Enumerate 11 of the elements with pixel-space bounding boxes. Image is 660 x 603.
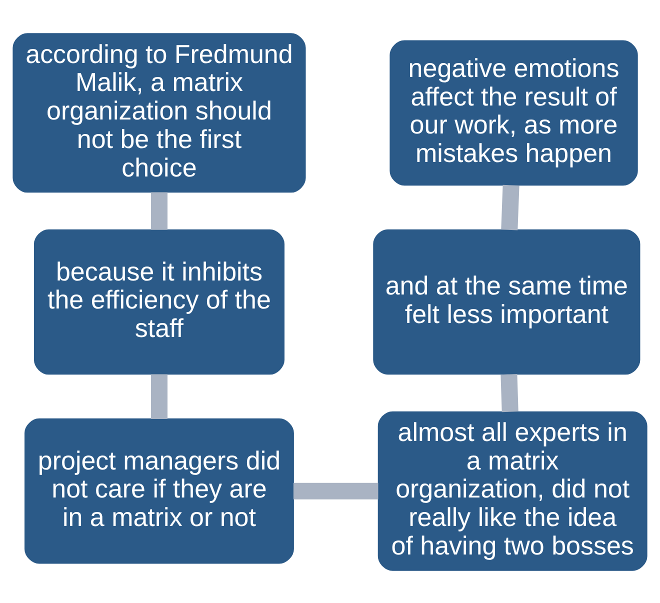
connector <box>150 374 168 418</box>
node-box: almost all experts in a matrix organization, did not really like the idea of having two bosses <box>378 410 648 570</box>
node-box: project managers did not care if they are in a matrix or not <box>24 418 294 564</box>
connector <box>501 184 520 230</box>
connector <box>150 192 168 230</box>
node-box: according to Fredmund Malik, a matrix organization should not be the first choice <box>12 32 306 192</box>
node-box: negative emotions affect the result of our work, as more mistakes happen <box>390 40 638 186</box>
connector <box>293 482 378 499</box>
node-box: because it inhibits the efficiency of the staff <box>34 228 284 374</box>
connector <box>500 374 518 412</box>
node-box: and at the same time felt less important <box>373 228 640 374</box>
